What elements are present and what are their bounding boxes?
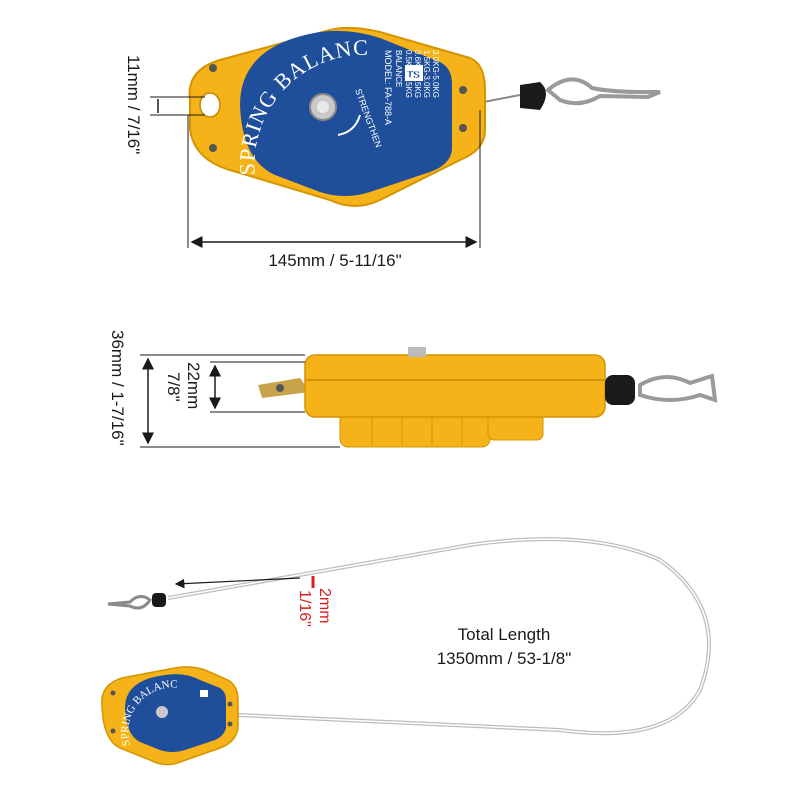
screw-icon bbox=[459, 124, 467, 132]
brand-logo bbox=[405, 65, 423, 81]
blue-faceplate bbox=[240, 30, 452, 196]
cable-diameter-mm: 2mm bbox=[316, 588, 333, 624]
cable-loop bbox=[167, 537, 711, 736]
body-height-in: 7/8" bbox=[164, 372, 183, 402]
model-text: MODEL: FA-788-A bbox=[383, 50, 393, 125]
mounting-hole bbox=[199, 92, 221, 118]
balance-range: 3.0KG-5.0KG bbox=[431, 50, 440, 98]
cable-diameter-in: 1/16" bbox=[296, 590, 313, 627]
balance-title: BALANCE bbox=[394, 50, 403, 87]
small-hub bbox=[156, 706, 168, 718]
side-body bbox=[304, 354, 606, 418]
screw-icon bbox=[209, 64, 217, 72]
cable-end-stopper bbox=[152, 593, 166, 607]
balance-range: 1.5KG-3.0KG bbox=[422, 50, 431, 98]
balance-range: 0.5KG-1.5KG bbox=[404, 50, 413, 98]
side-stopper bbox=[605, 375, 635, 405]
balance-range: 0.6KG-2.5KG bbox=[413, 50, 422, 98]
cable-highlight bbox=[167, 538, 710, 734]
hook bbox=[544, 77, 661, 106]
top-bolt bbox=[408, 347, 426, 357]
small-arc-text: SPRING BALANCER bbox=[0, 0, 178, 747]
screw-icon bbox=[209, 144, 217, 152]
hub-bolt bbox=[317, 101, 329, 113]
side-hook bbox=[638, 373, 718, 403]
total-length-value: 1350mm / 53-1/8" bbox=[437, 649, 572, 668]
logo-text: TS bbox=[407, 70, 420, 81]
screw-icon bbox=[459, 86, 467, 94]
total-length-title: Total Length bbox=[458, 625, 551, 644]
hole-dim-label: 11mm / 7/16" bbox=[124, 55, 143, 154]
total-height-label: 36mm / 1-7/16" bbox=[108, 330, 127, 446]
spec-block: MODEL: FA-788-A BALANCE 0.5KG-1.5KG 0.6K… bbox=[383, 50, 440, 125]
cable-stopper bbox=[520, 82, 546, 110]
screw-icon bbox=[110, 690, 116, 696]
cable-end-hook bbox=[107, 595, 153, 610]
screw-icon bbox=[276, 384, 284, 392]
top-view: SPRING BALANCER STRENGTHEN TS MODEL: FA-… bbox=[0, 0, 661, 270]
small-logo bbox=[200, 690, 208, 697]
screw-icon bbox=[227, 721, 233, 727]
screw-icon bbox=[110, 728, 116, 734]
screw-icon bbox=[227, 701, 233, 707]
length-arrow bbox=[174, 577, 301, 589]
body-height-mm: 22mm bbox=[184, 362, 203, 409]
side-view: 36mm / 1-7/16" 22mm 7/8" bbox=[108, 330, 718, 448]
strengthen-arrow-icon bbox=[337, 114, 361, 136]
width-dim-label: 145mm / 5-11/16" bbox=[268, 251, 401, 270]
